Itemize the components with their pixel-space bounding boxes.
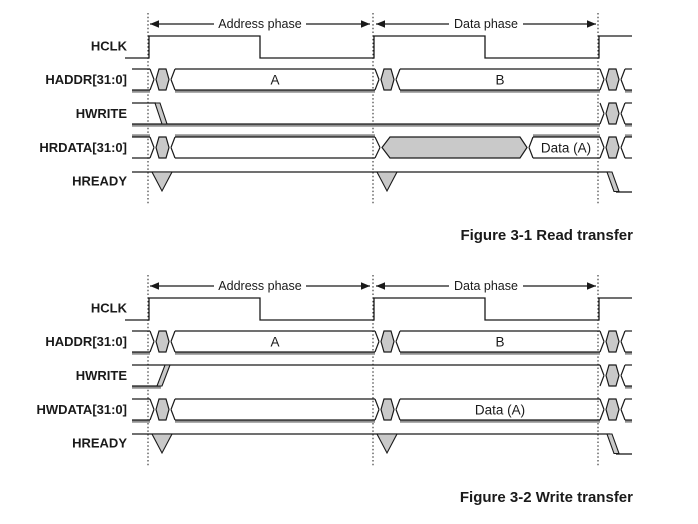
hrdata-value-data-a: Data (A) [541,141,591,156]
hwrite-label: HWRITE [76,106,128,121]
hwdata-waveform: Data (A) [132,398,632,423]
hready-transition-notch [151,171,173,193]
haddr-waveform: A B [132,68,632,93]
arrowhead-left-icon [150,282,159,290]
hready-transition-notch [151,433,173,455]
hclk-label: HCLK [91,301,128,316]
address-phase-label: Address phase [218,17,301,31]
clock-edge-cursors [147,275,599,466]
hrdata-label: HRDATA[31:0] [39,140,127,155]
hclk-label: HCLK [91,39,128,54]
hready-fall-transition [606,171,620,193]
signal-labels: HCLK HADDR[31:0] HWRITE HWDATA[31:0] HRE… [36,301,127,451]
data-phase-label: Data phase [454,279,518,293]
hclk-waveform [125,297,632,321]
phase-arrows: Address phase Data phase [150,279,596,293]
hwrite-rise-transition [156,364,171,387]
hwdata-label: HWDATA[31:0] [36,402,127,417]
figure-write-transfer: Address phase Data phase HCLK HADDR[31:0… [36,275,633,506]
haddr-value-a: A [270,73,279,88]
haddr-waveform: A B [132,330,632,355]
hready-label: HREADY [72,436,127,451]
arrowhead-left-icon [376,282,385,290]
address-phase-label: Address phase [218,279,301,293]
arrowhead-left-icon [150,20,159,28]
data-phase-label: Data phase [454,17,518,31]
hready-transition-notch [376,171,398,193]
hwrite-label: HWRITE [76,368,128,383]
haddr-value-b: B [495,73,504,88]
phase-arrows: Address phase Data phase [150,17,596,31]
hwrite-waveform [132,102,632,127]
haddr-value-a: A [270,335,279,350]
hrdata-invalid-region [381,136,528,159]
arrowhead-right-icon [361,282,370,290]
hready-waveform [132,171,632,193]
figure-read-transfer: Address phase Data phase HCLK HADDR[31:0… [39,13,633,244]
hrdata-waveform: Data (A) [132,134,632,159]
figure-caption-read: Figure 3-1 Read transfer [460,227,633,244]
hready-waveform [132,433,632,455]
hwdata-value-data-a: Data (A) [475,403,525,418]
haddr-label: HADDR[31:0] [45,334,127,349]
hready-fall-transition [606,433,620,455]
hready-transition-notch [376,433,398,455]
haddr-value-b: B [495,335,504,350]
hready-label: HREADY [72,174,127,189]
hwrite-waveform [132,364,632,389]
hclk-waveform [125,35,632,59]
arrowhead-right-icon [587,282,596,290]
clock-edge-cursors [147,13,599,204]
haddr-label: HADDR[31:0] [45,72,127,87]
arrowhead-right-icon [587,20,596,28]
figure-caption-write: Figure 3-2 Write transfer [460,489,633,506]
arrowhead-right-icon [361,20,370,28]
signal-labels: HCLK HADDR[31:0] HWRITE HRDATA[31:0] HRE… [39,39,127,189]
hwrite-fall-transition [154,102,168,125]
arrowhead-left-icon [376,20,385,28]
